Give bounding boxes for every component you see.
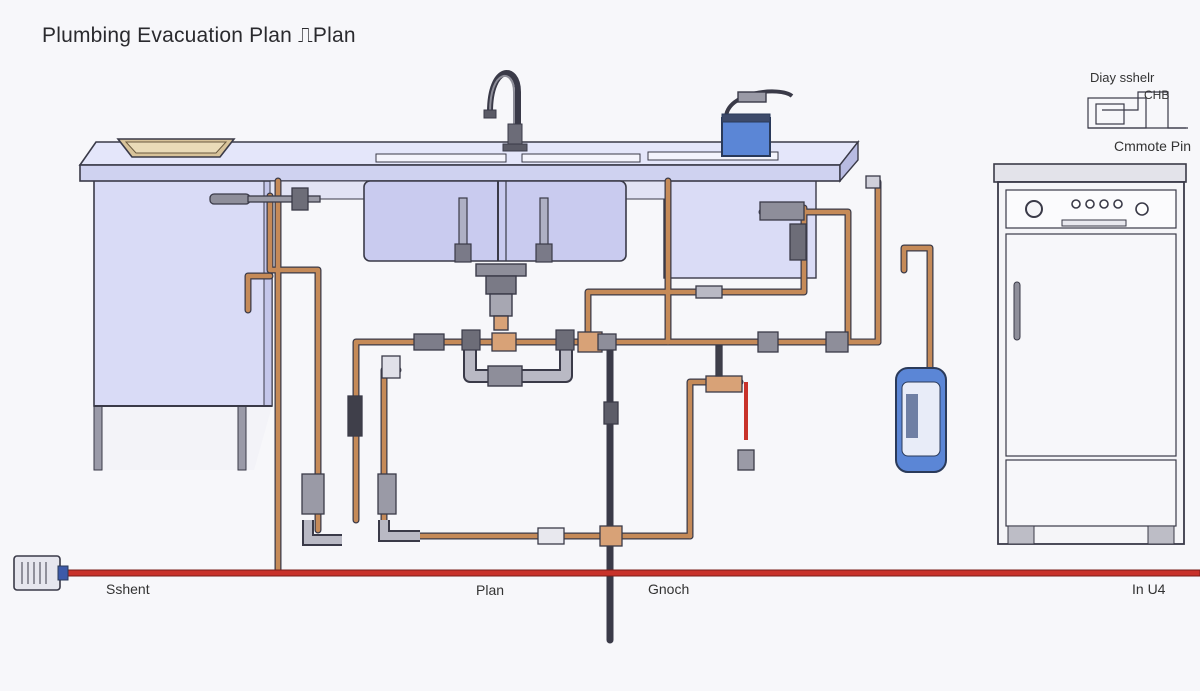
p-trap xyxy=(461,329,575,387)
left-cabinet xyxy=(93,179,273,471)
legend-label-2: CHB xyxy=(1144,88,1170,102)
floor-label-right-center: Gnoch xyxy=(648,581,690,597)
legend-label-3: Cmmote Pin xyxy=(1114,138,1192,154)
dishwasher xyxy=(993,163,1187,545)
legend-diagram xyxy=(1087,91,1188,129)
fittings xyxy=(209,175,881,547)
water-filter-icon xyxy=(895,367,947,473)
floor-label-right: In U4 xyxy=(1132,581,1166,597)
floor-drain-line xyxy=(65,569,1200,577)
page-title: Plumbing Evacuation Plan ⎍Plan xyxy=(42,24,356,47)
legend-label-1: Diay sshelr xyxy=(1090,70,1155,85)
sink-basin xyxy=(363,180,627,331)
floor-label-center: Plan xyxy=(476,582,505,598)
tank-icon xyxy=(721,89,794,157)
sewer-box-icon xyxy=(13,555,69,591)
faucet-icon xyxy=(483,70,528,152)
dish-icon xyxy=(116,138,236,158)
floor-label-left: Sshent xyxy=(106,581,150,597)
